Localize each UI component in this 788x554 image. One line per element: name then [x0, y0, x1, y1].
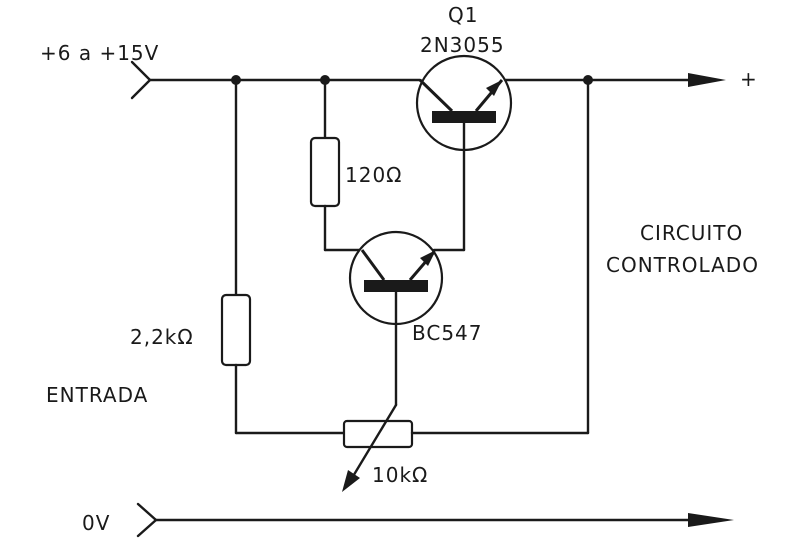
- output-arrowhead: [688, 73, 726, 87]
- supply-label: +6 a +15V: [40, 41, 159, 65]
- ground-label: 0V: [82, 511, 110, 535]
- resistor-120: [309, 136, 341, 208]
- base-bias-branch: [309, 78, 364, 252]
- transistor-q2: [348, 230, 466, 407]
- q2-part-label: BC547: [412, 321, 483, 345]
- load-label-line1: CIRCUITO: [640, 221, 743, 245]
- potentiometer: [342, 403, 590, 492]
- junctions: [231, 75, 593, 85]
- q1-part-label: 2N3055: [420, 33, 505, 57]
- q1-ref-label: Q1: [448, 3, 478, 27]
- load-label-line2: CONTROLADO: [606, 253, 759, 277]
- r1-value-label: 120Ω: [345, 163, 402, 187]
- output-plus-label: +: [740, 67, 758, 91]
- transistor-q1: [415, 54, 513, 252]
- input-branch: [220, 78, 346, 435]
- ground-rail: [136, 502, 734, 538]
- resistor-2k2: [220, 293, 252, 367]
- r2-value-label: 2,2kΩ: [130, 325, 194, 349]
- ground-arrowhead: [688, 513, 734, 527]
- input-label: ENTRADA: [46, 383, 148, 407]
- pot-value-label: 10kΩ: [372, 463, 428, 487]
- supply-rail: [130, 60, 726, 100]
